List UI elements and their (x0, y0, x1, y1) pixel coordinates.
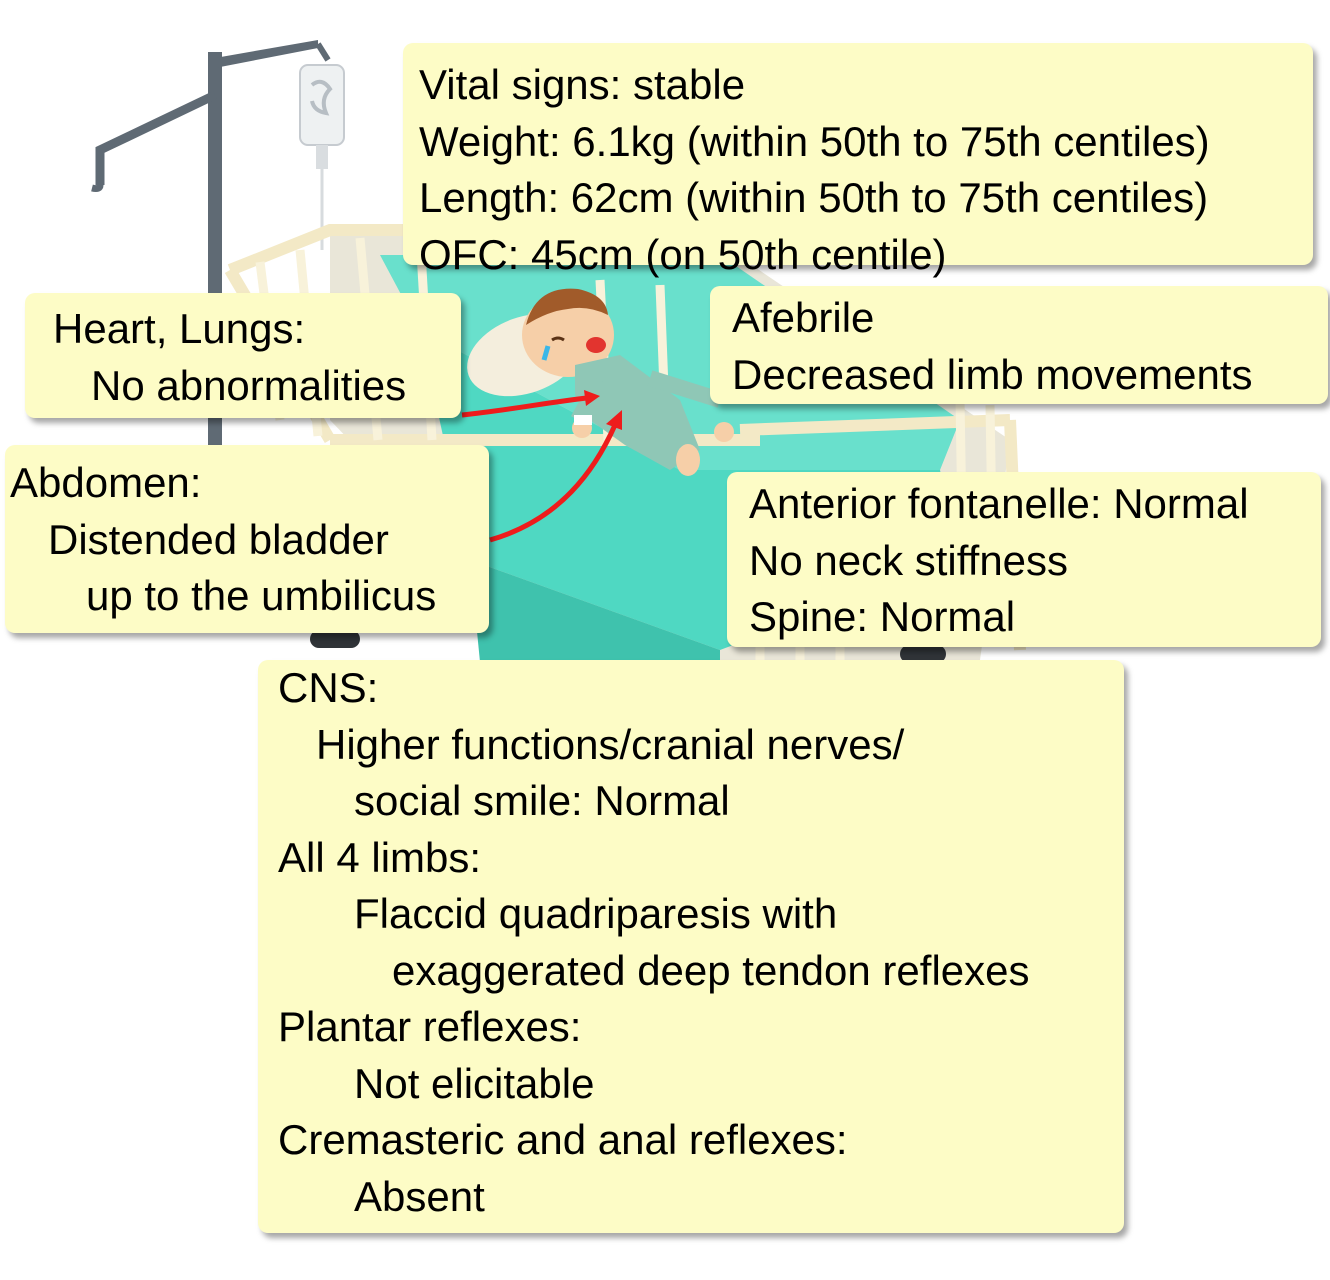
afebrile-line: Afebrile (732, 294, 875, 341)
cns-limbs-finding-2: exaggerated deep tendon reflexes (392, 946, 1030, 994)
cns-cremasteric-heading: Cremasteric and anal reflexes: (278, 1116, 848, 1163)
abdomen-finding-2: up to the umbilicus (86, 572, 437, 619)
heart-lungs-finding: No abnormalities (91, 361, 407, 409)
cns-limbs-finding-1: Flaccid quadriparesis with (354, 890, 838, 937)
ofc-line: OFC: 45cm (on 50th centile) (419, 230, 947, 278)
spine-line: Spine: Normal (749, 593, 1016, 640)
abdomen-pointer-arrow (489, 423, 618, 543)
limb-movements-line: Decreased limb movements (732, 350, 1253, 398)
fontanelle-line: Anterior fontanelle: Normal (749, 480, 1249, 527)
iv-stand-icon (91, 40, 331, 502)
abdomen-box: Abdomen: Distended bladder up to the umb… (5, 445, 489, 633)
cns-higher-functions-1: Higher functions/cranial nerves/ (316, 720, 905, 768)
head-spine-box: Anterior fontanelle: Normal No neck stif… (727, 472, 1321, 647)
iv-bag-icon (299, 64, 345, 250)
cns-heading: CNS: (278, 664, 379, 711)
vital-signs-line: Vital signs: stable (419, 61, 746, 108)
cns-plantar-finding: Not elicitable (354, 1059, 595, 1107)
heart-lungs-box: Heart, Lungs: No abnormalities (25, 293, 461, 418)
vital-signs-box: Vital signs: stable Weight: 6.1kg (withi… (403, 43, 1313, 278)
abdomen-heading: Abdomen: (10, 459, 202, 506)
abdomen-finding-1: Distended bladder (48, 515, 389, 563)
heart-lungs-arrowhead (584, 390, 600, 406)
neck-line: No neck stiffness (749, 536, 1069, 584)
heart-lungs-pointer-arrow (461, 395, 588, 418)
abdomen-arrowhead (606, 410, 622, 430)
cns-box: CNS: Higher functions/cranial nerves/ so… (258, 660, 1124, 1233)
weight-line: Weight: 6.1kg (within 50th to 75th centi… (419, 117, 1210, 165)
general-findings-box: Afebrile Decreased limb movements (710, 286, 1328, 404)
heart-lungs-heading: Heart, Lungs: (53, 305, 306, 352)
infant-icon (522, 288, 734, 476)
cns-limbs-heading: All 4 limbs: (278, 833, 482, 881)
pointer-arrows (461, 390, 622, 543)
cns-higher-functions-2: social smile: Normal (354, 777, 730, 824)
cns-cremasteric-finding: Absent (354, 1172, 485, 1220)
length-line: Length: 62cm (within 50th to 75th centil… (419, 174, 1209, 221)
cns-plantar-heading: Plantar reflexes: (278, 1003, 582, 1050)
